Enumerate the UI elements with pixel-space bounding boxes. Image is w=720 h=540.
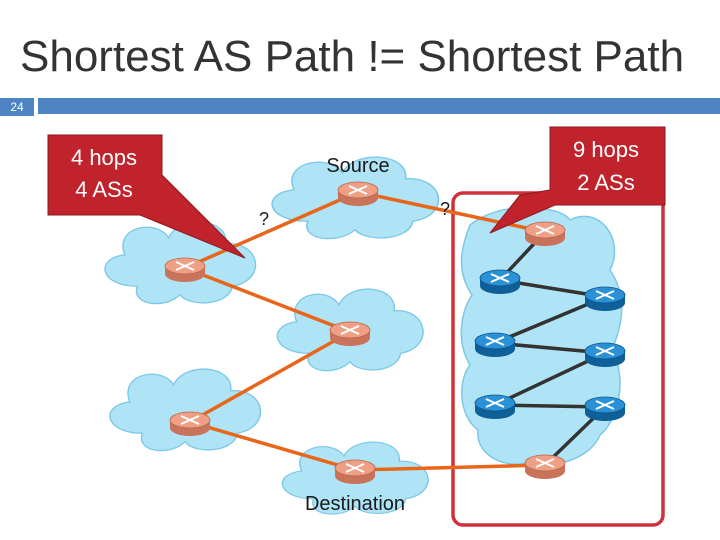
destination-label: Destination: [305, 493, 405, 515]
callout-left: [47, 134, 246, 259]
router-icon: [584, 286, 626, 312]
question-mark-right: ?: [440, 199, 450, 219]
router-icon: [524, 454, 566, 480]
router-icon: [337, 181, 379, 207]
router-icon: [474, 332, 516, 358]
router-icon: [584, 396, 626, 422]
callout-right-line1: 9 hops: [573, 137, 639, 162]
router-icon: [474, 394, 516, 420]
router-icon: [524, 221, 566, 247]
callout-left-line2: 4 ASs: [75, 177, 132, 202]
router-icon: [329, 321, 371, 347]
callout-right: [489, 126, 666, 234]
router-icon: [164, 257, 206, 283]
router-icon: [169, 411, 211, 437]
slide-title: Shortest AS Path != Shortest Path: [20, 32, 685, 81]
question-mark-left: ?: [259, 209, 269, 229]
path-link: [183, 266, 352, 334]
callout-right-line2: 2 ASs: [577, 170, 634, 195]
cloud-icon: [109, 368, 262, 452]
title-accent-bar: [38, 98, 720, 114]
callout-left-line1: 4 hops: [71, 145, 137, 170]
slide-number: 24: [0, 98, 34, 116]
router-icon: [479, 269, 521, 295]
router-icon: [334, 459, 376, 485]
path-link: [183, 190, 360, 270]
path-link: [353, 463, 547, 472]
path-link: [356, 190, 547, 234]
path-link: [188, 330, 352, 424]
path-link: [188, 420, 357, 472]
router-icon: [584, 342, 626, 368]
source-label: Source: [326, 155, 389, 177]
